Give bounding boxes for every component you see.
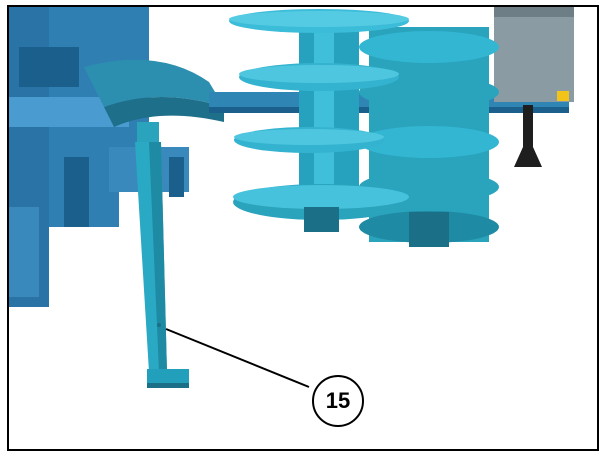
parking-stand-graphic <box>514 105 542 167</box>
callout-number: 15 <box>325 388 351 413</box>
support-leg <box>135 122 189 388</box>
fender-plate <box>84 59 224 107</box>
left-frame-structure <box>9 7 189 307</box>
front-disc-roller <box>229 9 409 232</box>
callout-badge: 15 <box>312 375 364 427</box>
figure-frame: 15 <box>7 5 599 451</box>
side-panel <box>494 7 574 102</box>
machine-illustration <box>9 7 574 388</box>
leader-line <box>165 328 310 388</box>
